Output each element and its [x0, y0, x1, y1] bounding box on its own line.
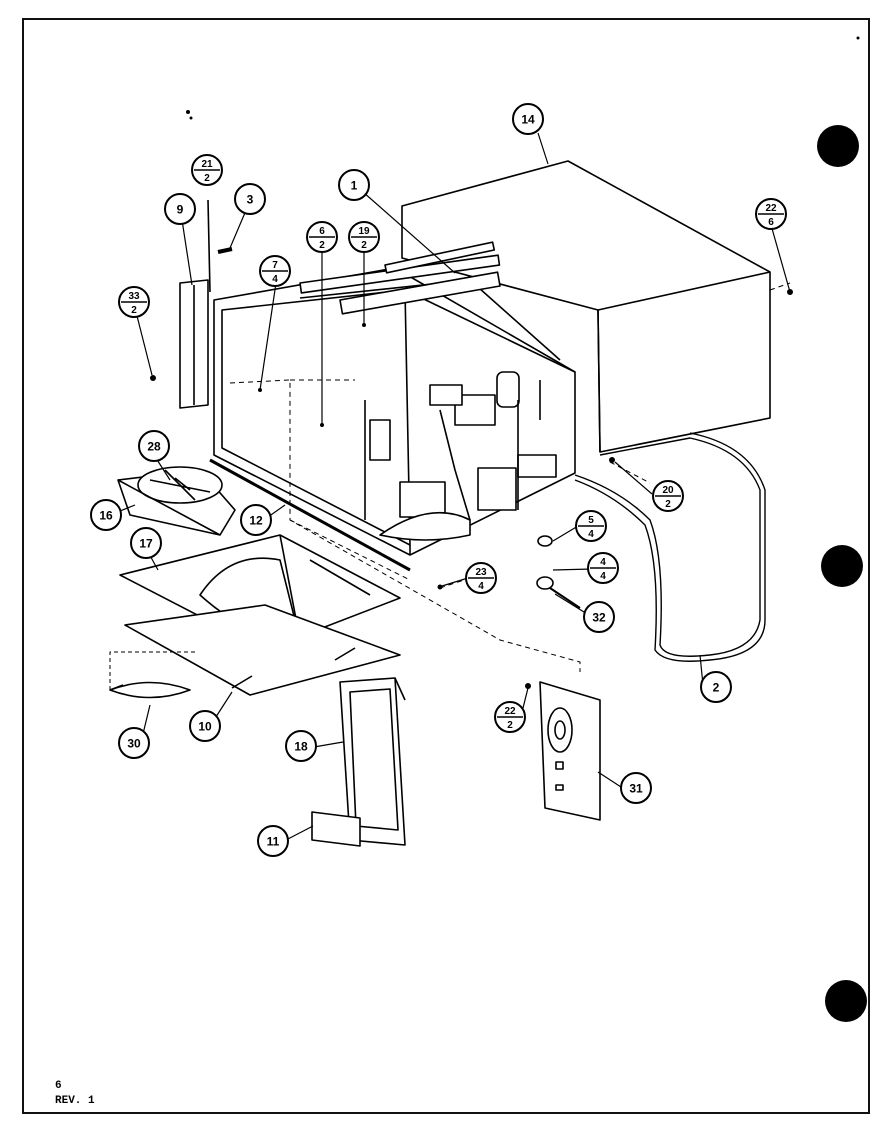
- fraction-top: 7: [272, 260, 278, 271]
- fraction-callout-20-2: 202: [652, 480, 684, 512]
- callout-label: 1: [351, 179, 358, 193]
- fraction-callout-22-6: 226: [755, 198, 787, 230]
- callout-2: 2: [700, 671, 732, 703]
- part-5-nut: [537, 535, 553, 547]
- callout-label: 30: [127, 737, 141, 751]
- fraction-callout-4-4: 44: [587, 552, 619, 584]
- fraction-callout-6-2: 62: [306, 221, 338, 253]
- callout-label: 10: [198, 720, 212, 734]
- binder-hole-top: [817, 125, 859, 167]
- part-12-strip: [209, 458, 411, 572]
- fraction-bottom: 2: [319, 240, 325, 251]
- fraction-bottom: 2: [665, 499, 671, 510]
- callout-label: 14: [521, 113, 535, 127]
- page-border: [22, 18, 870, 1114]
- lamp-part: [109, 681, 191, 699]
- callout-31: 31: [620, 772, 652, 804]
- fraction-top: 6: [319, 226, 325, 237]
- fraction-bottom: 4: [600, 571, 606, 582]
- binder-hole-middle: [821, 545, 863, 587]
- revision-label: REV. 1: [55, 1095, 95, 1107]
- fraction-callout-5-4: 54: [575, 510, 607, 542]
- fraction-top: 5: [588, 515, 594, 526]
- callout-28: 28: [138, 430, 170, 462]
- fraction-callout-21-2: 212: [191, 154, 223, 186]
- fraction-top: 4: [600, 557, 606, 568]
- part-11-plate: [311, 811, 361, 847]
- callout-label: 32: [592, 611, 606, 625]
- binder-hole-bottom: [825, 980, 867, 1022]
- oven-chassis: [213, 254, 576, 556]
- fraction-bottom: 2: [507, 720, 513, 731]
- fraction-top: 23: [475, 567, 487, 578]
- glass-plate: [124, 604, 401, 696]
- callout-18: 18: [285, 730, 317, 762]
- callout-1: 1: [338, 169, 370, 201]
- callout-label: 16: [99, 509, 113, 523]
- fraction-top: 33: [128, 291, 140, 302]
- stirrer-assembly: [117, 466, 236, 536]
- fraction-top: 19: [358, 226, 370, 237]
- top-bracket: [384, 241, 496, 274]
- callout-label: 18: [294, 740, 308, 754]
- callout-9: 9: [164, 193, 196, 225]
- callout-17: 17: [130, 527, 162, 559]
- fraction-bottom: 2: [131, 305, 137, 316]
- callout-16: 16: [90, 499, 122, 531]
- callout-11: 11: [257, 825, 289, 857]
- callout-32: 32: [583, 601, 615, 633]
- fraction-bottom: 6: [768, 217, 774, 228]
- fraction-bottom: 2: [204, 173, 210, 184]
- fraction-bottom: 2: [361, 240, 367, 251]
- part-4-washer: [536, 576, 554, 590]
- fraction-top: 21: [201, 159, 213, 170]
- callout-3: 3: [234, 183, 266, 215]
- fraction-top: 20: [662, 485, 674, 496]
- fraction-callout-19-2: 192: [348, 221, 380, 253]
- callout-14: 14: [512, 103, 544, 135]
- door-frame: [339, 677, 406, 846]
- fraction-callout-22-2: 222: [494, 701, 526, 733]
- callout-label: 3: [247, 193, 254, 207]
- page-number: 6: [55, 1080, 62, 1092]
- callout-label: 2: [713, 681, 720, 695]
- callout-label: 17: [139, 537, 153, 551]
- callout-label: 31: [629, 782, 643, 796]
- control-panel: [539, 681, 601, 821]
- part-3-rod: [217, 247, 233, 254]
- callout-10: 10: [189, 710, 221, 742]
- fraction-top: 22: [504, 706, 516, 717]
- fraction-callout-33-2: 332: [118, 286, 150, 318]
- callout-30: 30: [118, 727, 150, 759]
- fraction-bottom: 4: [272, 274, 278, 285]
- callout-12: 12: [240, 504, 272, 536]
- part-21-screw: [207, 199, 211, 293]
- fraction-callout-7-4: 74: [259, 255, 291, 287]
- callout-label: 28: [147, 440, 161, 454]
- fraction-bottom: 4: [588, 529, 594, 540]
- fraction-bottom: 4: [478, 581, 484, 592]
- side-bracket: [179, 279, 209, 409]
- fraction-top: 22: [765, 203, 777, 214]
- callout-label: 12: [249, 514, 263, 528]
- callout-label: 11: [267, 835, 280, 849]
- fraction-callout-23-4: 234: [465, 562, 497, 594]
- callout-label: 9: [177, 203, 184, 217]
